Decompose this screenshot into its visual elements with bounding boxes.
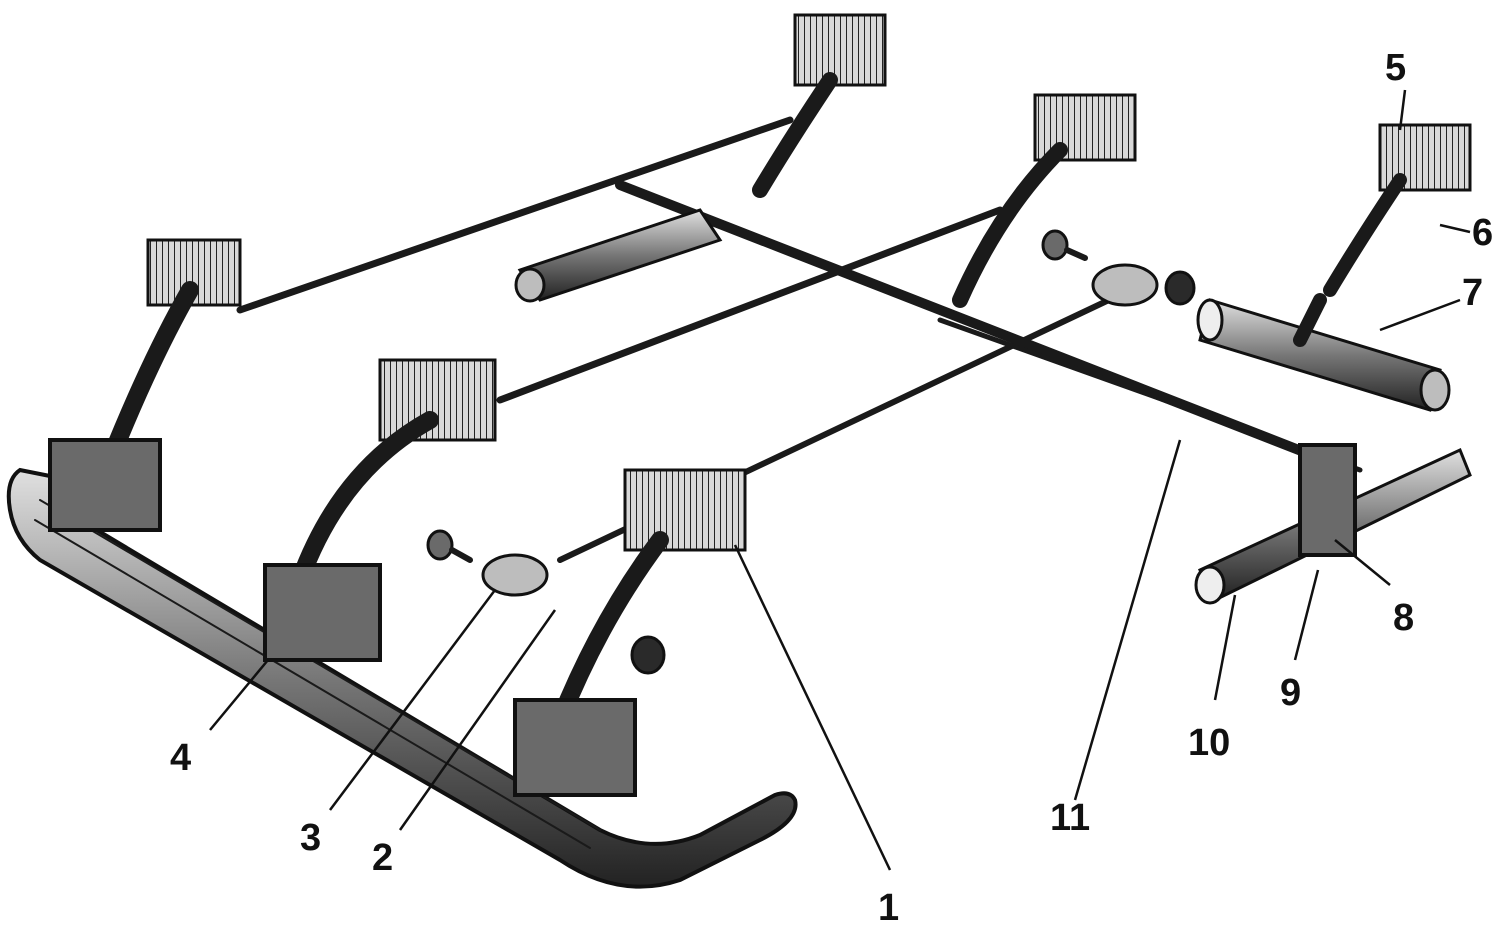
callout-1: 1 bbox=[878, 887, 899, 929]
callout-11: 11 bbox=[1050, 797, 1090, 839]
callout-6: 6 bbox=[1472, 212, 1493, 254]
callout-labels: 1 2 3 4 5 6 7 8 9 10 11 bbox=[170, 47, 1493, 929]
hardware bbox=[426, 229, 1196, 675]
callout-9: 9 bbox=[1280, 672, 1301, 714]
runner-clamps bbox=[48, 438, 1357, 797]
front-runner bbox=[6, 467, 798, 889]
callout-8: 8 bbox=[1393, 597, 1414, 639]
struts bbox=[101, 72, 1407, 729]
callout-7: 7 bbox=[1462, 272, 1483, 314]
callout-4: 4 bbox=[170, 737, 191, 779]
connecting-rods bbox=[236, 116, 1363, 563]
callout-5: 5 bbox=[1385, 47, 1406, 89]
callout-10: 10 bbox=[1188, 722, 1230, 764]
leader-lines bbox=[209, 89, 1471, 871]
callout-3: 3 bbox=[300, 817, 321, 859]
seat-brackets bbox=[146, 13, 1472, 552]
callout-2: 2 bbox=[372, 837, 393, 879]
